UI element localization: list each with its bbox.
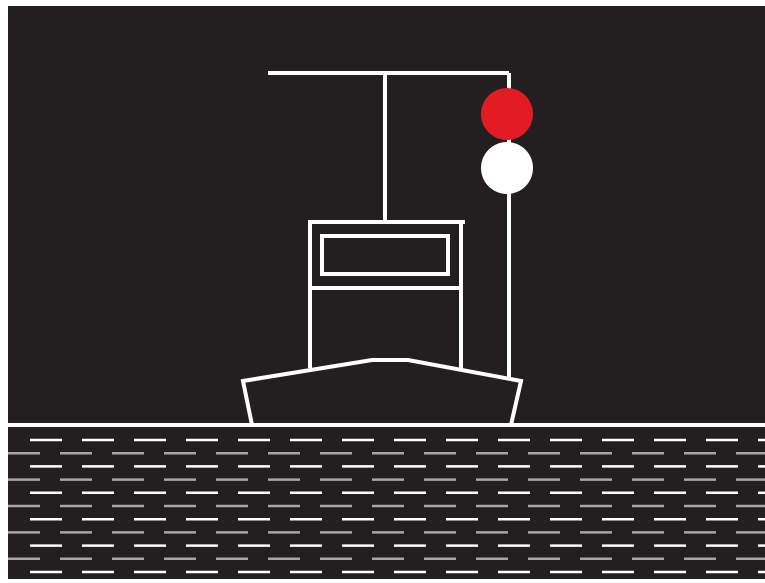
white-light-icon [481, 142, 533, 194]
red-light-icon [481, 88, 533, 140]
